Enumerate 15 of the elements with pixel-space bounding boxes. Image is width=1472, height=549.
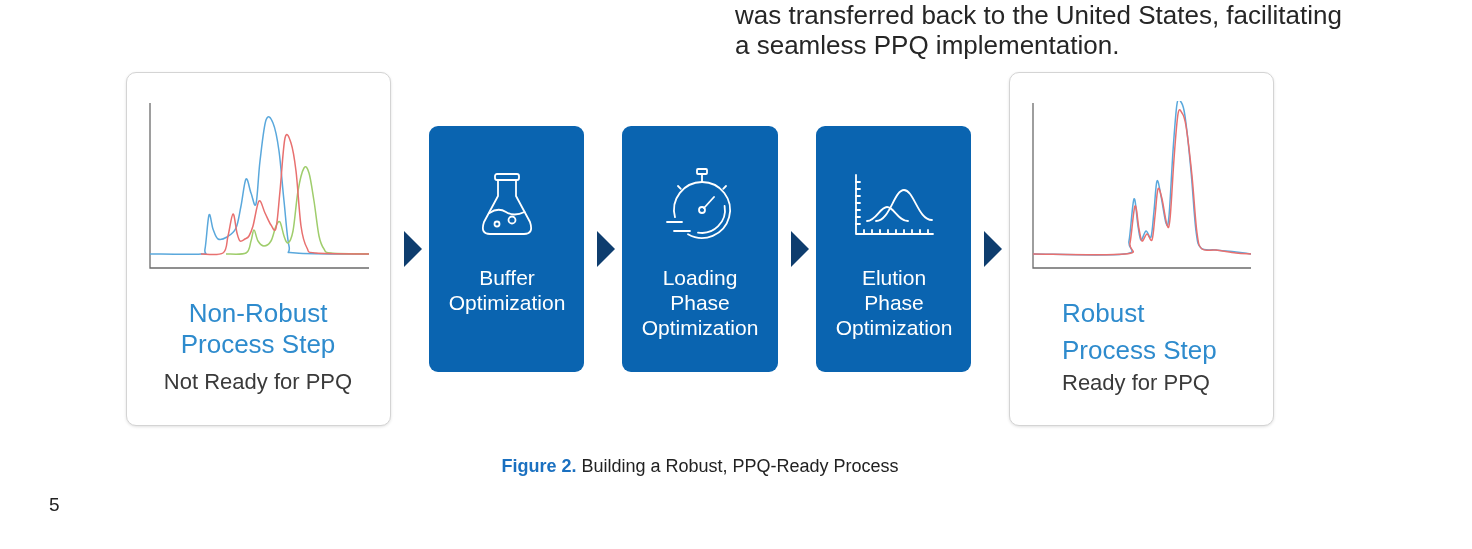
figure-caption: Figure 2. Building a Robust, PPQ-Ready Process <box>501 456 899 477</box>
process-step-box <box>429 126 584 372</box>
step-title: Non-Robust Process Step <box>179 298 337 360</box>
process-card <box>126 72 391 426</box>
step-label: Loading Phase Optimization <box>640 265 760 340</box>
process-step-box <box>816 126 971 372</box>
process-card <box>1009 72 1274 426</box>
step-title: Robust Process Step <box>1062 297 1218 367</box>
status-text: Ready for PPQ <box>1062 370 1210 396</box>
step-label: Elution Phase Optimization <box>834 265 954 340</box>
body-text: was transferred back to the United States, facilitating a seamless PPQ implementation. <box>735 0 1343 60</box>
process-step-box <box>622 126 778 372</box>
step-label: Buffer Optimization <box>447 265 567 315</box>
status-text: Not Ready for PPQ <box>162 369 354 395</box>
page-number: 5 <box>49 494 60 516</box>
